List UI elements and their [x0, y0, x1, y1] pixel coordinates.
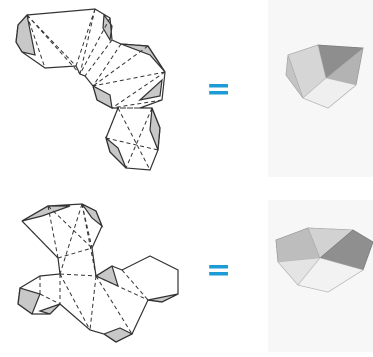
- glue-flap: [17, 287, 41, 315]
- net-outline: [15, 8, 166, 171]
- equals-sign: =: [206, 72, 232, 107]
- glue-flap: [137, 78, 163, 102]
- net-outline: [17, 203, 179, 343]
- glue-flap: [81, 203, 104, 228]
- glue-flap: [102, 13, 113, 42]
- papercraft-net-1: [0, 0, 185, 180]
- folded-model-preview-1: [268, 0, 373, 177]
- folded-model-preview-2: [268, 200, 373, 352]
- glue-flap: [104, 136, 127, 169]
- papercraft-net-2: [0, 196, 190, 351]
- glue-flap: [38, 303, 61, 315]
- glue-flap: [21, 205, 71, 222]
- equals-sign: =: [206, 253, 232, 288]
- glue-flap: [102, 327, 134, 343]
- glue-flap: [120, 43, 166, 73]
